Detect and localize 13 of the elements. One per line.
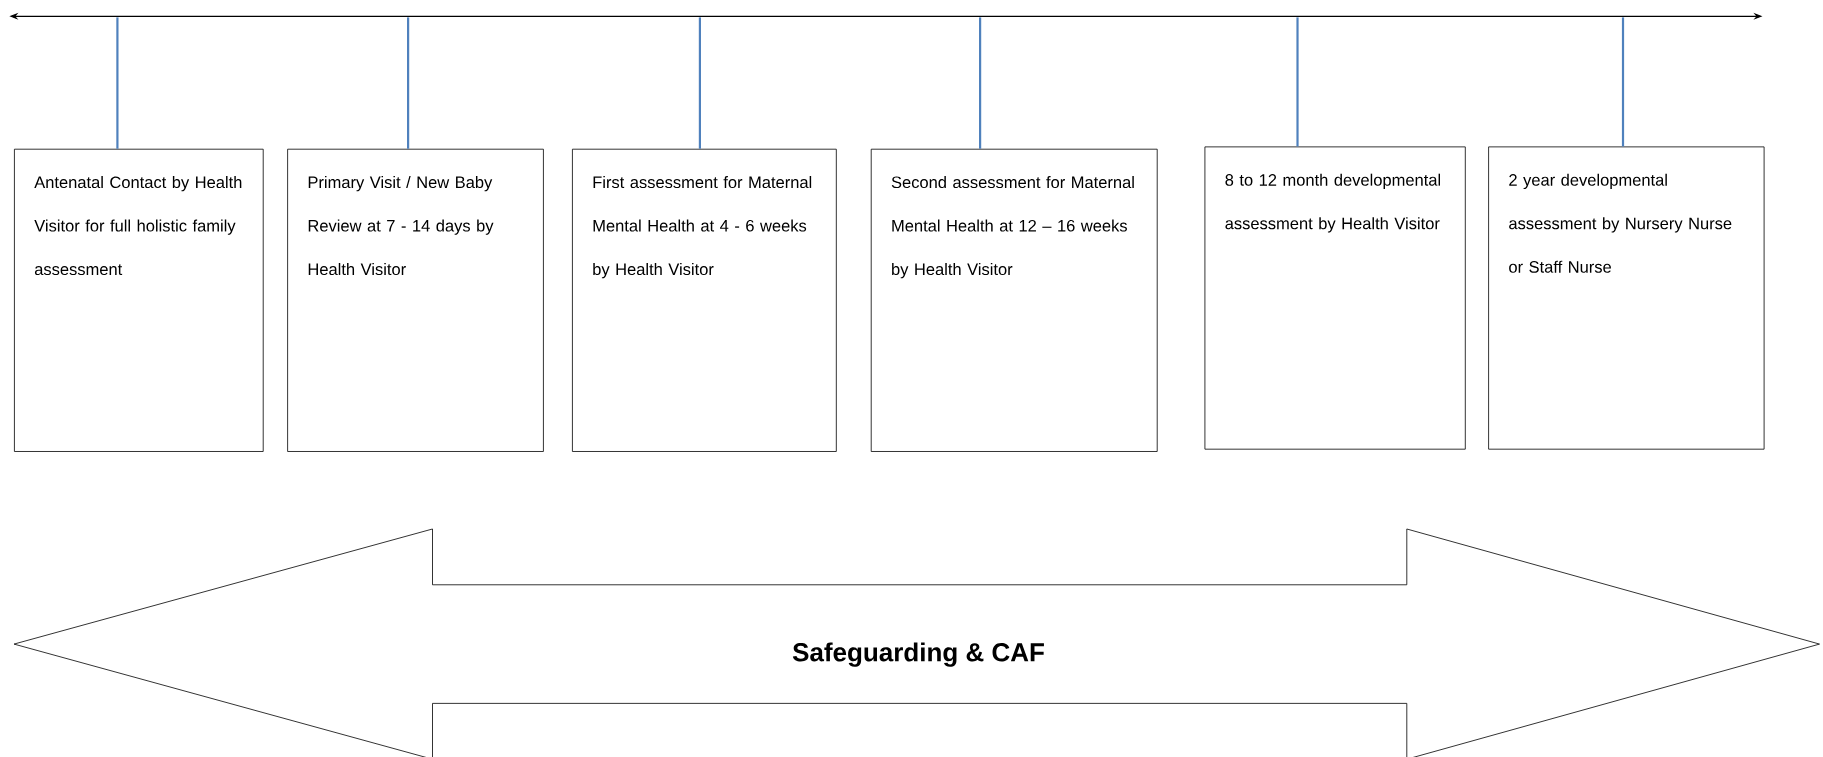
tick-line <box>116 17 119 149</box>
timeline-box: Second assessment for Maternal Mental Health at 12 – 16 weeks by Health Visitor <box>870 148 1158 452</box>
tick-line <box>979 17 982 149</box>
timeline-box: 8 to 12 month developmental assessment by Health Visitor <box>1204 146 1466 450</box>
timeline-box: First assessment for Maternal Mental Health at 4 - 6 weeks by Health Visitor <box>572 148 837 452</box>
tick-line <box>698 17 701 149</box>
double-arrow-band: Safeguarding & CAF <box>13 528 1820 757</box>
timeline-box: 2 year developmental assessment by Nursery Nurse or Staff Nurse <box>1488 146 1765 450</box>
tick-line <box>407 17 410 149</box>
tick-line <box>1621 17 1625 147</box>
tick-line <box>1296 17 1299 147</box>
timeline-box: Primary Visit / New Baby Review at 7 - 14 days by Health Visitor <box>287 148 544 452</box>
timeline-box: Antenatal Contact by Health Visitor for full holistic family assessment <box>14 148 264 452</box>
